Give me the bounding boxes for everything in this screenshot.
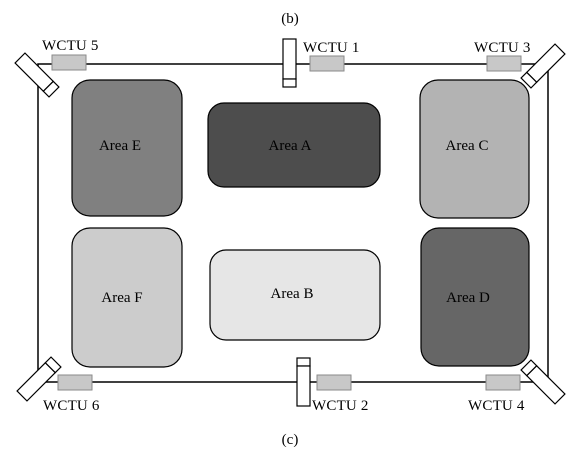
wctu-4-sensor [485,374,521,391]
area-c: Area C [419,79,530,219]
wctu-6-sensor [57,374,93,391]
area-d-label: Area D [446,290,490,306]
area-c-label: Area C [446,138,489,154]
area-b: Area B [209,249,381,341]
wctu-1-sensor [309,55,345,72]
area-b-label: Area B [271,286,314,302]
wctu-4-label: WCTU 4 [468,398,525,414]
wctu-5-antenna [14,52,60,98]
area-f: Area F [71,227,183,368]
area-e-label: Area E [99,138,141,154]
wctu-2-antenna [296,357,311,407]
wctu-2-label: WCTU 2 [312,398,369,414]
wctu-2-sensor [316,374,352,391]
area-a-label: Area A [269,138,312,154]
wctu-3-label: WCTU 3 [474,40,531,56]
area-d: Area D [420,227,530,367]
caption-top: (b) [281,11,299,27]
wctu-5-label: WCTU 5 [42,38,99,54]
wctu-4-antenna [520,359,566,405]
wctu-1-label: WCTU 1 [303,40,360,56]
wctu-3-sensor [486,55,522,72]
wctu-3-antenna [520,43,566,89]
area-a: Area A [207,102,381,188]
area-e: Area E [71,79,183,217]
area-f-label: Area F [101,290,142,306]
wctu-5-sensor [51,54,87,71]
wctu-1-antenna [282,38,297,88]
wctu-6-label: WCTU 6 [43,398,100,414]
wctu-6-antenna [16,356,62,402]
caption-bottom: (c) [282,432,299,448]
